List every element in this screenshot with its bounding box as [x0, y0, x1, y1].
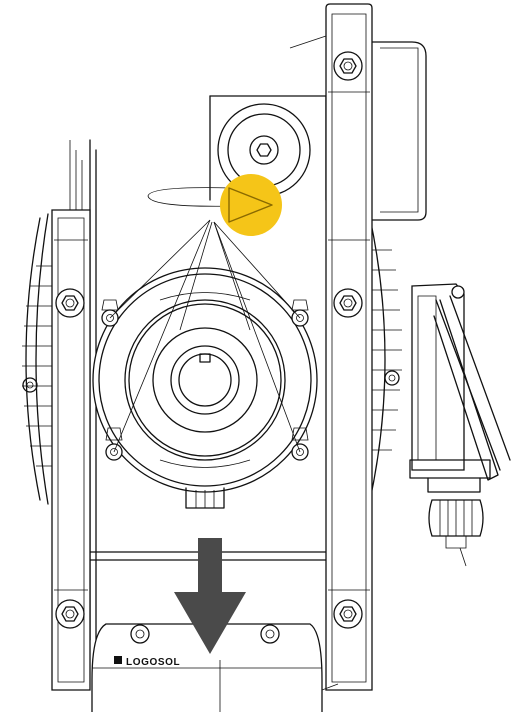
rail-bolt-left-lower — [55, 599, 85, 629]
roller-nut-icon — [256, 143, 272, 157]
rotation-marker — [220, 174, 282, 236]
roller-bracket — [209, 95, 327, 201]
shaft-hub — [152, 327, 258, 433]
left-vertical-rail — [51, 209, 91, 691]
rail-bolt-right-upper — [333, 288, 363, 318]
shaft-keyway — [199, 353, 211, 363]
flange-bolt-top-right — [291, 299, 309, 327]
rail-bolt-right-lower — [333, 599, 363, 629]
rail-bolt-left-upper — [55, 288, 85, 318]
direction-arrow — [174, 538, 246, 654]
arrow-down-icon — [174, 538, 246, 654]
rail-bolt-right-top — [333, 51, 363, 81]
play-triangle-icon — [228, 187, 273, 223]
drive-belt — [109, 219, 301, 453]
motor-flange — [92, 267, 318, 509]
base-unit: LOGOSOL — [91, 623, 339, 712]
right-cooling-fins — [369, 217, 402, 501]
cable-gland — [428, 499, 484, 567]
rear-housing-plate — [289, 35, 427, 221]
right-vertical-rail — [325, 3, 373, 691]
left-cooling-fins — [22, 213, 54, 505]
brand-label: LOGOSOL — [126, 657, 180, 668]
brand-logo-icon — [114, 656, 122, 664]
rotation-indicator — [147, 174, 282, 236]
motor-shaft — [170, 345, 240, 415]
tensioning-arm — [409, 283, 511, 567]
